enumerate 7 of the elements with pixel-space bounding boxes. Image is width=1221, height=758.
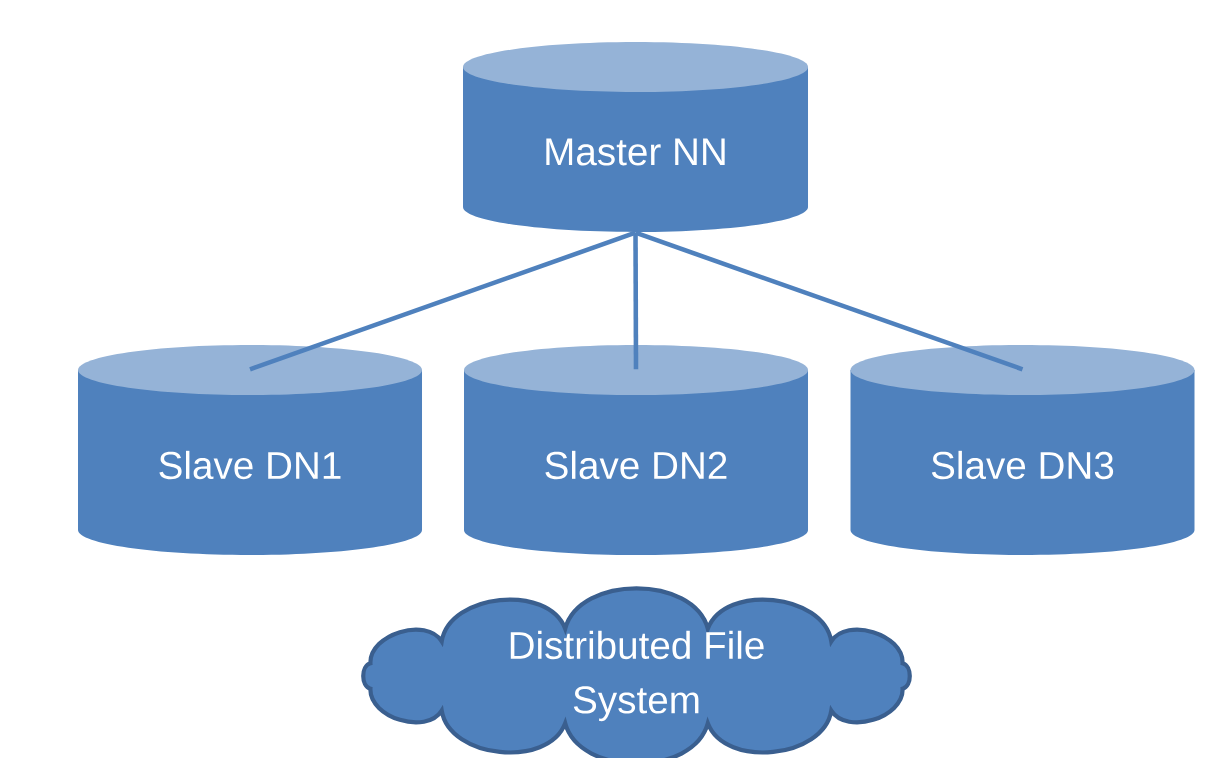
database-cylinder: Slave DN2 bbox=[464, 345, 808, 555]
connector-line bbox=[634, 230, 1024, 372]
database-cylinder: Slave DN1 bbox=[78, 345, 422, 555]
connector-line bbox=[249, 230, 637, 372]
database-cylinder: Slave DN3 bbox=[850, 345, 1195, 555]
connector-line bbox=[633, 232, 639, 370]
database-cylinder: Master NN bbox=[463, 42, 808, 232]
